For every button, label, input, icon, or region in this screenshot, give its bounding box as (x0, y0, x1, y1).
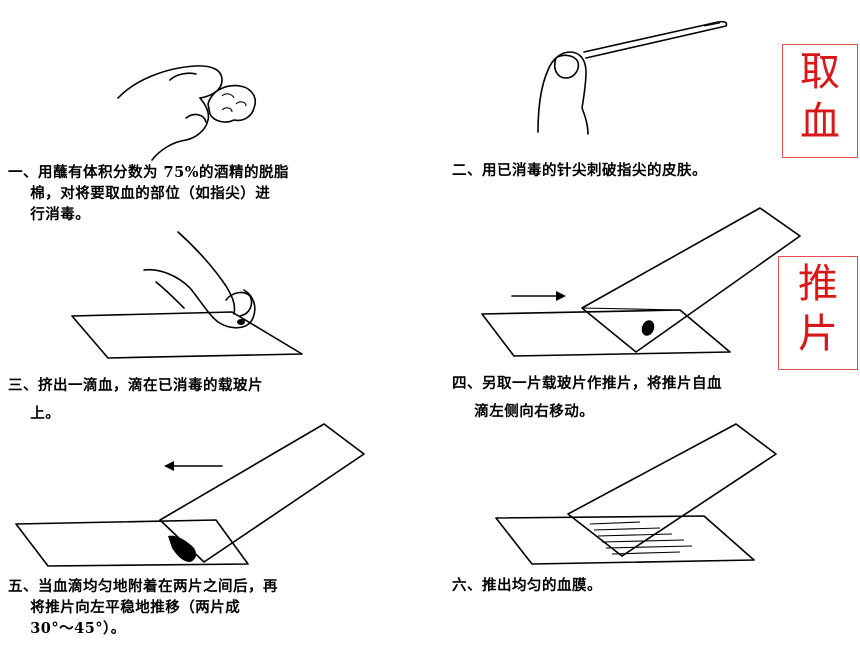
step1-caption: 一、用蘸有体积分数为 75%的酒精的脱脂 棉，对将要取血的部位（如指尖）进 行消… (8, 164, 290, 223)
step6-blood-film-illustration (495, 423, 777, 565)
step5-caption: 五、当血滴均匀地附着在两片之间后，再 将推片向左平稳地推移（两片成 30°～45… (8, 578, 278, 637)
step5-push-slide-left-illustration (15, 423, 365, 567)
step6-caption: 六、推出均匀的血膜。 (452, 577, 602, 594)
label-sampling: 取 血 (782, 44, 858, 158)
step1-finger-cotton-illustration (117, 65, 256, 161)
step2-caption: 二、用已消毒的针尖刺破指尖的皮肤。 (452, 162, 707, 179)
label-sampling-text: 取 血 (800, 49, 840, 145)
step4-push-slide-right-illustration (481, 207, 801, 357)
step3-caption: 三、挤出一滴血，滴在已消毒的载玻片 上。 (8, 377, 263, 422)
label-smearing-text: 推 片 (798, 261, 838, 357)
step3-finger-slide-illustration (71, 231, 303, 359)
label-smearing: 推 片 (778, 256, 858, 370)
step2-needle-finger-illustration (537, 20, 728, 135)
step4-caption: 四、另取一片载玻片作推片，将推片自血 滴左侧向右移动。 (452, 375, 722, 420)
